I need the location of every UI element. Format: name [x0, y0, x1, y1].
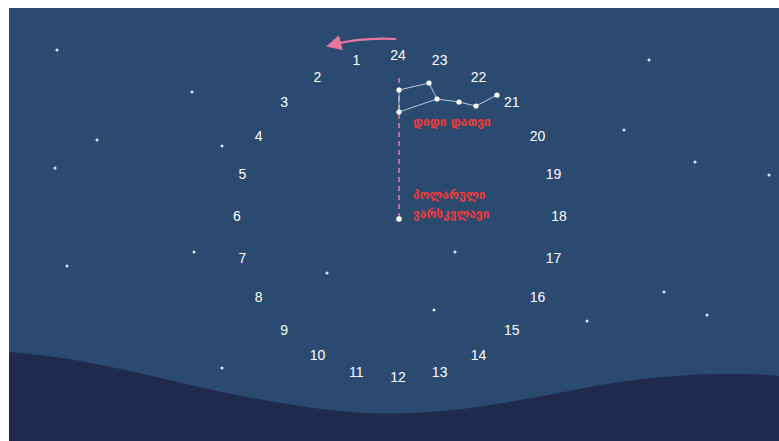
polaris-star: [396, 216, 402, 222]
star-label: პოლარული ვარსკვლავი: [413, 186, 525, 224]
hour-number: 11: [349, 364, 364, 380]
hour-number: 17: [546, 250, 562, 266]
hour-number: 2: [314, 69, 322, 85]
hour-number: 6: [233, 208, 241, 224]
hour-number: 4: [255, 128, 263, 144]
rotation-arrow: [332, 39, 396, 45]
hour-number: 7: [239, 250, 247, 266]
hour-number: 14: [471, 347, 487, 363]
hour-number: 24: [390, 47, 406, 63]
ground-hills: [9, 352, 779, 441]
hour-number: 9: [280, 322, 288, 338]
hour-number: 20: [530, 128, 546, 144]
hour-number: 10: [310, 347, 326, 363]
hour-number: 5: [239, 166, 247, 182]
hour-number: 18: [551, 208, 567, 224]
hour-number: 3: [280, 94, 288, 110]
hour-number: 21: [504, 94, 520, 110]
big-dipper-stars: [396, 80, 499, 114]
hour-number: 23: [432, 52, 448, 68]
hour-number: 13: [432, 364, 448, 380]
big-dipper-lines: [399, 83, 497, 112]
hour-number: 1: [352, 52, 360, 68]
hour-number: 8: [255, 289, 263, 305]
sky-background: [9, 8, 779, 441]
hour-number: 22: [471, 69, 487, 85]
hour-number: 15: [504, 322, 520, 338]
background-stars: [54, 49, 771, 370]
constellation-label: დიდი დათვი: [413, 113, 533, 132]
hour-number: 12: [390, 369, 406, 385]
hour-number: 19: [546, 166, 562, 182]
hour-number: 16: [530, 289, 546, 305]
